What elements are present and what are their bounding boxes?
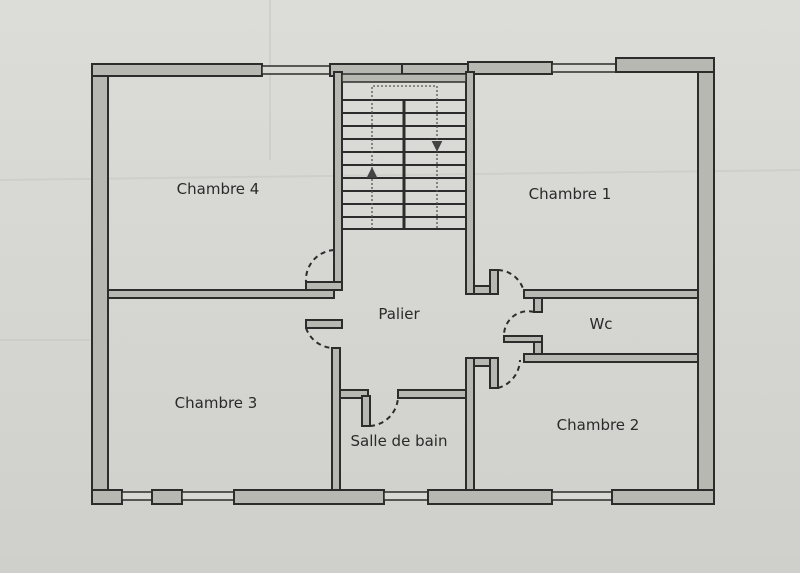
outer-walls [91,57,715,505]
room-label-chambre-2: Chambre 2 [557,416,640,434]
stair-up-arrow-icon: ▲ [367,164,378,180]
interior-walls [107,71,699,491]
door-swings [304,249,535,427]
room-label-chambre-1: Chambre 1 [529,185,612,203]
room-labels: Chambre 4 Chambre 1 Chambre 3 Chambre 2 … [175,180,640,450]
room-label-salle-de-bain: Salle de bain [351,432,448,450]
room-label-chambre-4: Chambre 4 [177,180,260,198]
room-label-palier: Palier [378,305,420,323]
paper-marks [0,0,800,341]
room-label-chambre-3: Chambre 3 [175,394,258,412]
staircase: ▲ ▼ [341,73,467,230]
room-label-wc: Wc [589,315,612,333]
stair-down-arrow-icon: ▼ [432,138,443,154]
